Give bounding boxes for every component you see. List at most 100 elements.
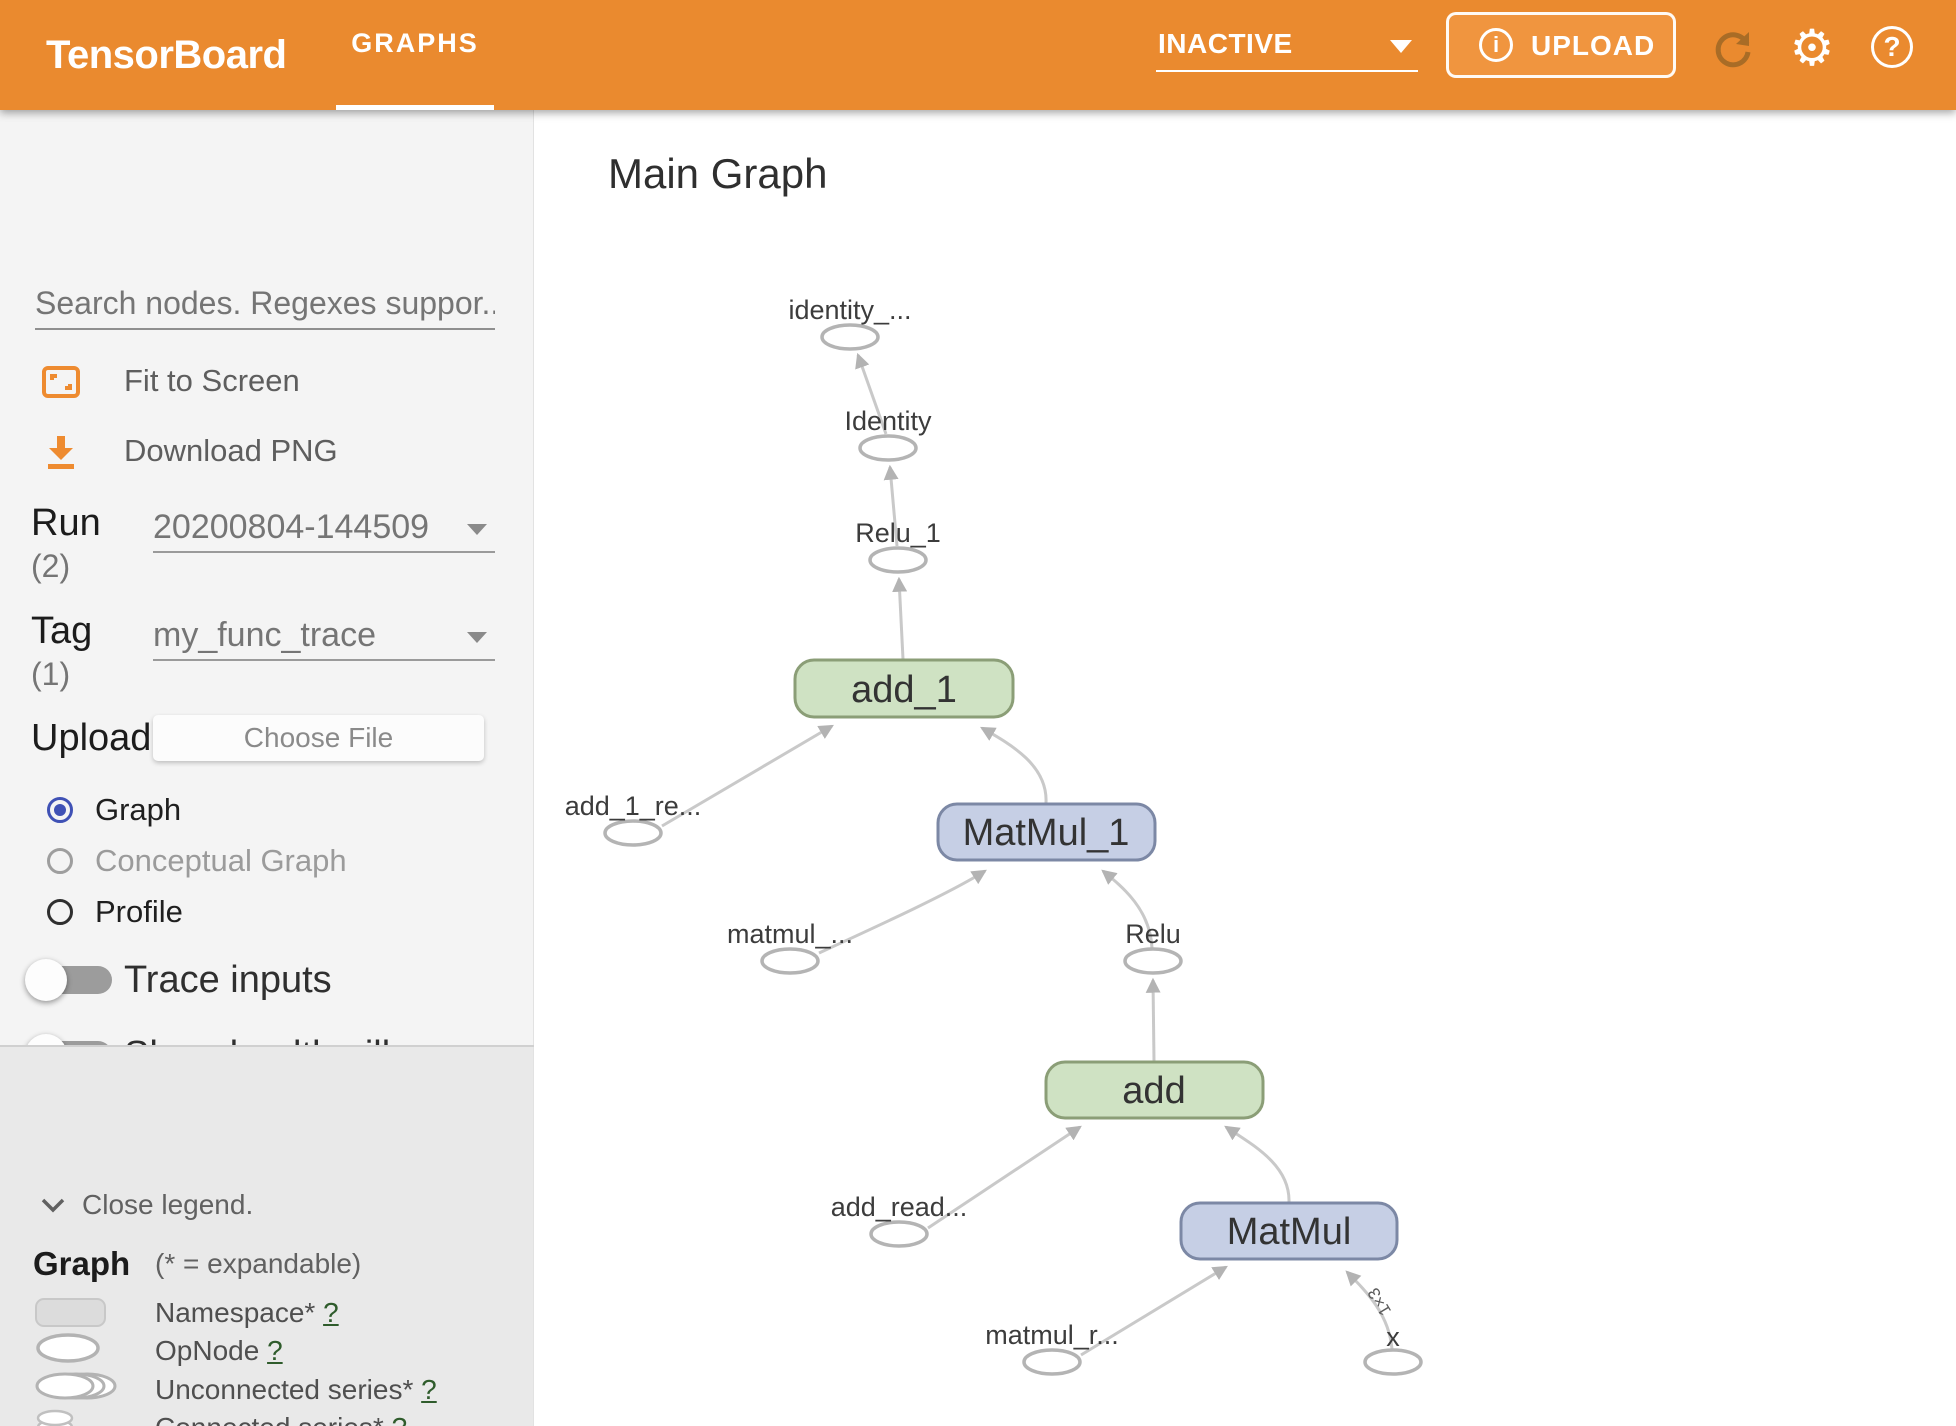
node-add-read[interactable]	[869, 1220, 929, 1248]
node-label: matmul_...	[727, 919, 853, 949]
close-legend-label: Close legend.	[82, 1189, 254, 1220]
node-add-1[interactable]	[793, 658, 1015, 719]
tag-label: Tag	[31, 610, 93, 652]
legend-subtitle: (* = expandable)	[155, 1248, 362, 1279]
tab-active-underline	[336, 105, 494, 110]
legend-row-namespace: Namespace* ?	[0, 1293, 534, 1333]
chevron-down-icon	[467, 632, 487, 643]
fit-to-screen-button[interactable]: Fit to Screen	[0, 359, 534, 403]
chevron-down-icon	[1390, 40, 1412, 53]
legend-panel: Close legend.	[0, 1047, 533, 1426]
search-input[interactable]	[35, 278, 495, 330]
edge-addread-to-add	[927, 1125, 1082, 1230]
connected-series-swatch	[35, 1408, 125, 1426]
info-icon: i	[1479, 28, 1513, 62]
close-legend-button[interactable]: Close legend.	[0, 1187, 533, 1223]
gear-icon[interactable]: ⚙	[1789, 20, 1835, 76]
run-state-value: INACTIVE	[1158, 28, 1293, 59]
radio-profile-label[interactable]: Profile	[95, 894, 183, 929]
graph-rect-nodes: add_1 MatMul_1 add MatMul	[793, 658, 1399, 1261]
legend-label: Namespace*	[155, 1297, 316, 1328]
node-add-1-read[interactable]	[603, 819, 663, 847]
node-label: add_read...	[831, 1192, 968, 1222]
namespace-swatch	[35, 1293, 125, 1333]
legend-row-connected-series: Connected series* ?	[0, 1408, 534, 1426]
refresh-icon[interactable]	[1709, 24, 1757, 72]
upload-button[interactable]: i UPLOAD	[1446, 12, 1676, 78]
node-identity-out[interactable]	[820, 323, 880, 351]
graph-op-ellipses	[603, 323, 1423, 1376]
radio-profile[interactable]	[47, 899, 73, 925]
sidebar-divider	[0, 1045, 534, 1047]
fit-to-screen-label: Fit to Screen	[124, 363, 300, 398]
node-label: Relu	[1125, 919, 1181, 949]
run-state-dropdown[interactable]: INACTIVE	[1156, 22, 1418, 72]
legend-row-opnode: OpNode ?	[0, 1331, 534, 1371]
edge-matmul1-to-add1	[980, 726, 1048, 804]
run-count: (2)	[31, 548, 71, 584]
chevron-down-icon	[41, 1198, 65, 1213]
edge-tensor-shape-label: 1×3	[1364, 1284, 1395, 1319]
node-relu-1[interactable]	[868, 546, 928, 574]
graph-ellipse-labels: identity_... Identity Relu_1 add_1_re...…	[565, 295, 1401, 1352]
help-link[interactable]: ?	[323, 1297, 339, 1328]
node-matmul-1-label: MatMul_1	[963, 812, 1130, 854]
node-label: Identity	[844, 406, 932, 436]
legend-title: Graph	[33, 1245, 131, 1282]
node-label: x	[1386, 1322, 1400, 1352]
node-matmul-label: MatMul	[1227, 1211, 1352, 1253]
main-graph-title: Main Graph	[608, 150, 828, 197]
node-identity[interactable]	[858, 434, 918, 462]
help-icon[interactable]: ?	[1869, 24, 1917, 72]
opnode-swatch	[35, 1331, 125, 1371]
radio-graph[interactable]	[47, 797, 73, 823]
graph-canvas[interactable]: 1×3 identity_... Identity Relu_1 add_1_r…	[534, 110, 1956, 1426]
legend-row-unconnected-series: Unconnected series* ?	[0, 1370, 534, 1410]
run-select[interactable]: 20200804-144509	[153, 503, 495, 553]
tag-count: (1)	[31, 656, 71, 692]
edge-x-to-matmul	[1345, 1270, 1394, 1350]
toggle-thumb	[25, 959, 67, 1001]
node-matmul-1[interactable]	[936, 802, 1157, 862]
edge-add1re-to-add1	[661, 724, 834, 828]
sidebar: Fit to Screen Download PNG Run (2) 20200…	[0, 110, 534, 1426]
edge-add1-to-relu1	[892, 576, 908, 660]
tab-graphs-label: GRAPHS	[351, 28, 479, 58]
node-matmul-1-read[interactable]	[760, 947, 820, 975]
app-title[interactable]: TensorBoard	[46, 33, 287, 77]
help-link[interactable]: ?	[421, 1374, 437, 1405]
trace-inputs-label: Trace inputs	[124, 959, 332, 1001]
choose-file-button[interactable]: Choose File	[153, 715, 484, 761]
edge-matmul-to-add	[1224, 1125, 1291, 1203]
edge-relu-to-matmul1	[1101, 869, 1154, 949]
tag-select[interactable]: my_func_trace	[153, 611, 495, 661]
node-relu[interactable]	[1123, 947, 1183, 975]
edge-add-to-relu	[1145, 977, 1161, 1062]
radio-conceptual-graph[interactable]	[47, 848, 73, 874]
node-x[interactable]	[1363, 1348, 1423, 1376]
radio-conceptual-graph-label[interactable]: Conceptual Graph	[95, 843, 347, 878]
trace-inputs-toggle[interactable]	[25, 959, 112, 1001]
node-label: matmul_r...	[985, 1320, 1119, 1350]
download-png-button[interactable]: Download PNG	[0, 429, 534, 473]
node-label: identity_...	[788, 295, 911, 325]
legend-label: Unconnected series*	[155, 1374, 414, 1405]
run-select-value: 20200804-144509	[153, 508, 430, 546]
help-link[interactable]: ?	[392, 1412, 408, 1426]
question-mark-icon: ?	[1871, 26, 1913, 68]
edge-matmulread-to-matmul1	[818, 869, 987, 955]
node-matmul-read[interactable]	[1022, 1348, 1082, 1376]
unconnected-series-swatch	[35, 1370, 125, 1410]
node-matmul[interactable]	[1179, 1201, 1399, 1261]
help-link[interactable]: ?	[267, 1335, 283, 1366]
node-add[interactable]	[1044, 1060, 1265, 1120]
upload-label: Upload	[31, 717, 152, 759]
node-add-label: add	[1122, 1070, 1185, 1112]
chevron-down-icon	[467, 524, 487, 535]
radio-graph-label[interactable]: Graph	[95, 792, 182, 827]
edge-identity-to-identityout	[855, 352, 888, 435]
tab-graphs[interactable]: GRAPHS	[336, 0, 494, 110]
legend-label: OpNode	[155, 1335, 260, 1366]
upload-button-label: UPLOAD	[1531, 30, 1656, 61]
download-png-label: Download PNG	[124, 433, 338, 468]
